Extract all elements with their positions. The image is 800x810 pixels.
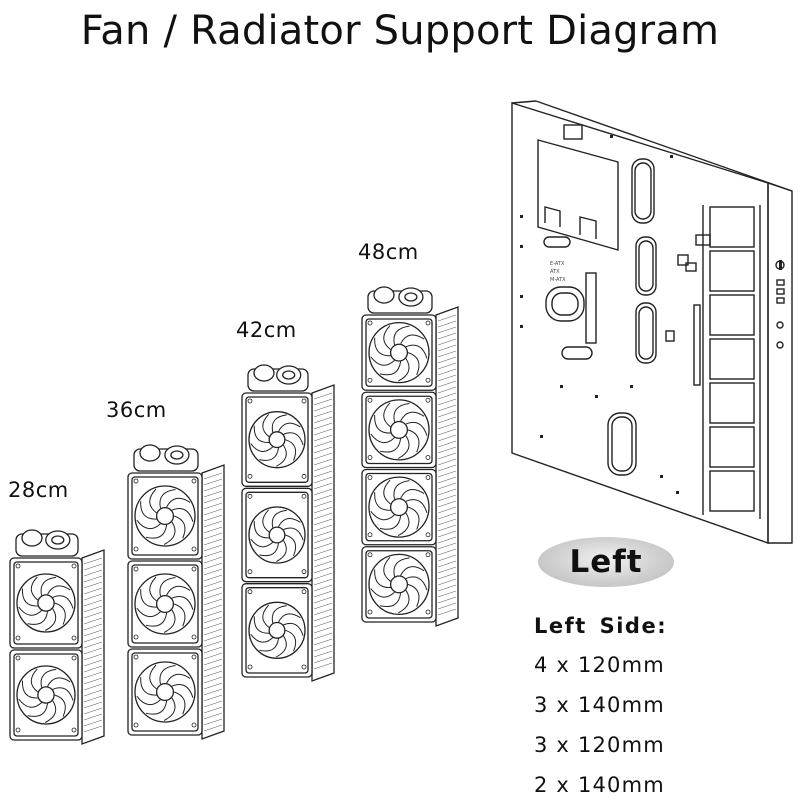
radiator-28cm	[9, 529, 105, 745]
fan-icon	[241, 583, 313, 678]
fan-mount-slots	[709, 206, 755, 512]
side-badge: Left	[538, 537, 674, 587]
fan-icon	[241, 487, 313, 583]
fan-icon	[361, 391, 437, 469]
spec-item: 3 x 140mm	[534, 693, 665, 717]
fan-icon	[241, 392, 313, 487]
spec-heading: Left Side:	[534, 614, 668, 638]
radiator-36cm-label: 36cm	[106, 398, 167, 422]
svg-text:E-ATX: E-ATX	[550, 261, 565, 267]
spec-item: 4 x 120mm	[534, 653, 665, 677]
fan-icon	[361, 314, 437, 391]
spec-item: 3 x 120mm	[534, 733, 665, 757]
side-badge-label: Left	[569, 544, 643, 580]
radiator-42cm	[241, 364, 335, 682]
fan-icon	[127, 472, 203, 560]
diagram-title: Fan / Radiator Support Diagram	[80, 8, 720, 54]
svg-text:ATX: ATX	[550, 269, 560, 275]
fan-icon	[127, 560, 203, 648]
radiator-42cm-label: 42cm	[236, 318, 297, 342]
fan-icon	[127, 648, 203, 736]
fan-icon	[361, 468, 437, 546]
fan-icon	[361, 546, 437, 623]
svg-text:M-ATX: M-ATX	[550, 277, 566, 283]
spec-item: 2 x 140mm	[534, 773, 665, 797]
radiator-48cm-label: 48cm	[358, 240, 419, 264]
radiator-36cm	[127, 444, 225, 740]
case-side-panel: E-ATX ATX M-ATX	[511, 100, 793, 544]
spec-list: 4 x 120mm 3 x 140mm 3 x 120mm 2 x 140mm	[534, 650, 665, 810]
fan-icon	[9, 557, 83, 649]
fan-icon	[9, 649, 83, 741]
radiator-28cm-label: 28cm	[8, 478, 69, 502]
radiator-48cm	[361, 286, 459, 627]
